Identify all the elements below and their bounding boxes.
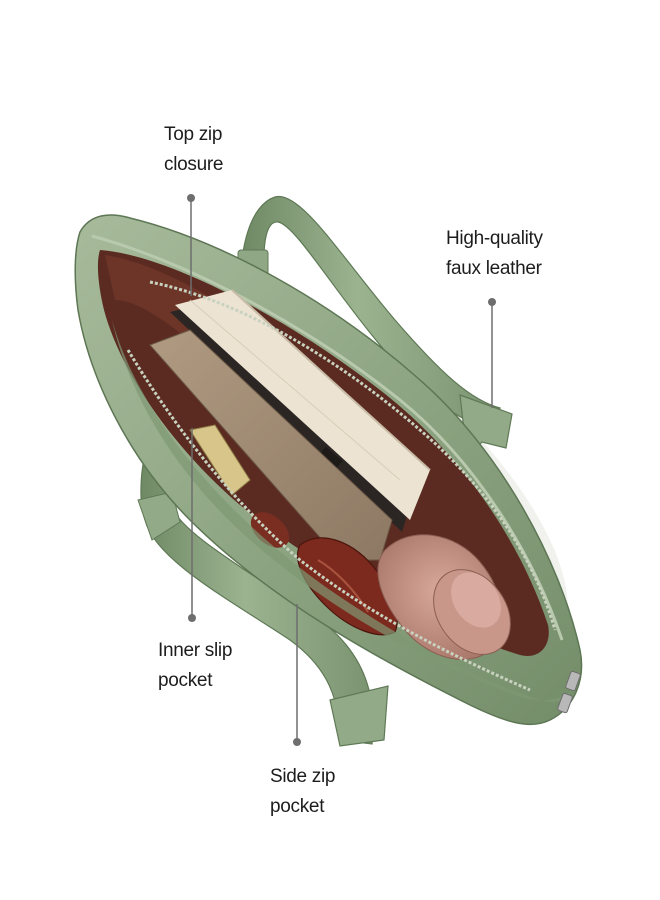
callout-faux-leather-line1: High-quality — [446, 228, 543, 249]
callout-side-zip-line1: Side zip — [270, 766, 336, 787]
pointer-side-zip — [293, 604, 301, 746]
callout-side-zip-line2: pocket — [270, 796, 325, 817]
pointer-top-zip — [187, 194, 195, 296]
callout-faux-leather-line2: faux leather — [446, 258, 542, 279]
water-bottle — [377, 534, 511, 661]
callout-pointers — [187, 194, 496, 746]
callout-inner-slip-line2: pocket — [158, 670, 213, 691]
callout-top-zip-line1: Top zip — [164, 124, 223, 145]
callout-inner-slip-line1: Inner slip — [158, 640, 233, 661]
top-zipper — [126, 280, 557, 692]
zipper-pulls — [557, 670, 581, 714]
callout-top-zip-line2: closure — [164, 154, 224, 175]
pointer-faux-leather — [488, 298, 496, 408]
planner — [149, 329, 393, 561]
callout-top-zip-closure: Top zip closure — [164, 120, 223, 180]
callout-inner-slip-pocket: Inner slip pocket — [158, 636, 232, 696]
notebook — [170, 289, 431, 532]
callout-faux-leather: High-quality faux leather — [446, 224, 543, 284]
pointer-inner-slip — [188, 428, 196, 622]
callout-side-zip-pocket: Side zip pocket — [270, 762, 336, 822]
bottom-handle — [137, 431, 389, 747]
